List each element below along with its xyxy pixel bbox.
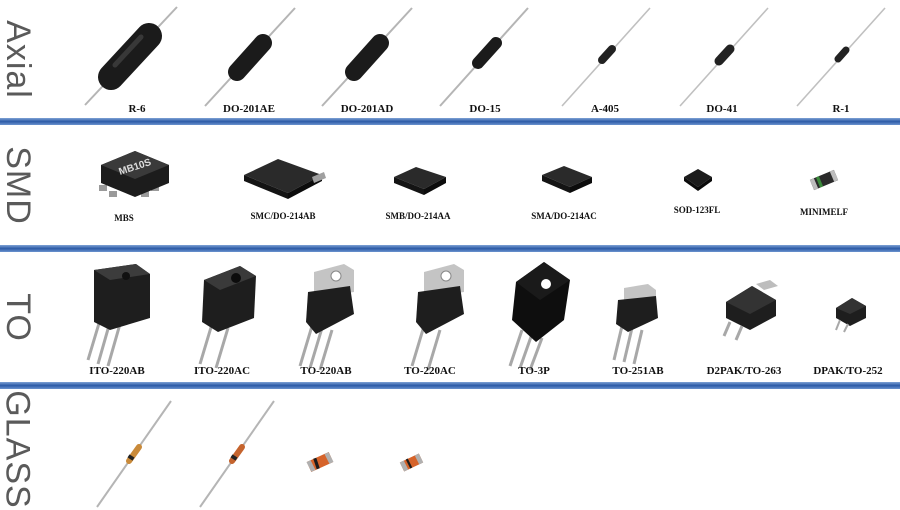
r6-label: R-6: [128, 103, 146, 115]
glass-section: GLASS: [0, 389, 900, 510]
sod123fl-label: SOD-123FL: [673, 205, 721, 215]
section-divider: [0, 382, 900, 389]
to251ab-label: TO-251AB: [612, 365, 664, 377]
smc-label: SMC/DO-214AB: [250, 211, 316, 221]
ito220ab-label: ITO-220AB: [89, 365, 145, 377]
to220ac-label: TO-220AC: [404, 365, 456, 377]
do41-label: DO-41: [706, 103, 738, 115]
d2pak-label: D2PAK/TO-263: [706, 365, 782, 377]
axial-section: Axial R-6 DO-201AE DO-201AD DO-15: [0, 0, 900, 118]
to-category-label: TO: [0, 292, 37, 342]
to3p-label: TO-3P: [518, 365, 550, 377]
glass-category-label: GLASS: [0, 390, 37, 509]
sma-label: SMA/DO-214AC: [531, 211, 597, 221]
do201ae-label: DO-201AE: [223, 103, 275, 115]
to220ab-label: TO-220AB: [300, 365, 352, 377]
a405-label: A-405: [590, 103, 620, 115]
axial-category-label: Axial: [0, 19, 37, 99]
do201ad-label: DO-201AD: [340, 103, 394, 115]
r1-label: R-1: [832, 103, 850, 115]
section-divider: [0, 245, 900, 252]
dpak-label: DPAK/TO-252: [813, 365, 883, 377]
do15-label: DO-15: [469, 103, 501, 115]
smb-label: SMB/DO-214AA: [385, 211, 451, 221]
section-divider: [0, 118, 900, 125]
ito220ac-label: ITO-220AC: [193, 365, 251, 377]
to-section: TO ITO-220AB ITO-220AC: [0, 252, 900, 382]
minimelf-label: MINIMELF: [800, 207, 848, 217]
mbs-label: MBS: [114, 213, 134, 223]
smd-section: SMD MB10S MBS SMC/DO-214AB SMB/DO-: [0, 125, 900, 245]
smd-category-label: SMD: [0, 145, 37, 225]
